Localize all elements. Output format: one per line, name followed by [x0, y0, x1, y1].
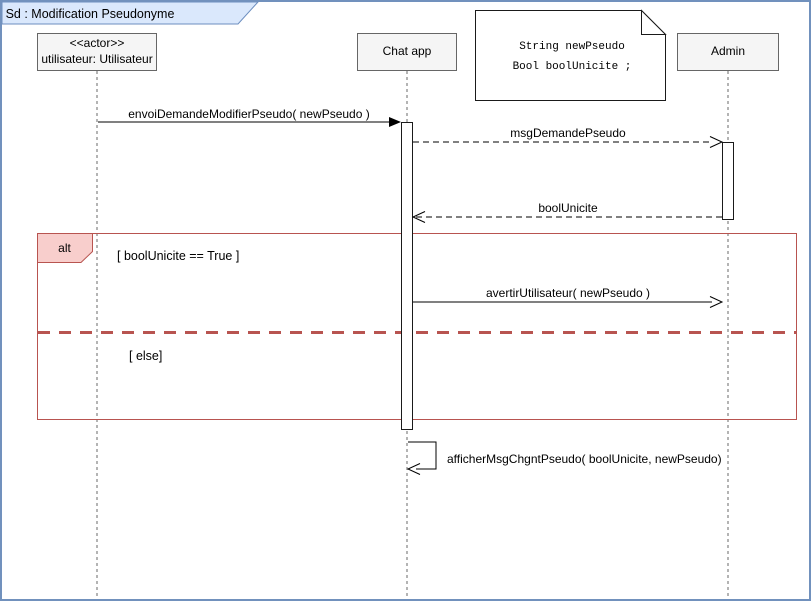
- message-label-afficherMsgChgntPseudo[interactable]: afficherMsgChgntPseudo( boolUnicite, new…: [447, 452, 722, 466]
- participant-utilisateur-stereotype: <<actor>>: [69, 36, 125, 51]
- guard-condition-true[interactable]: [ boolUnicite == True ]: [117, 249, 240, 263]
- open-arrowhead-icon: [406, 463, 421, 475]
- participant-chat-app-name: Chat app: [382, 44, 432, 59]
- guard-condition-else[interactable]: [ else]: [129, 349, 163, 363]
- participant-utilisateur[interactable]: <<actor>> utilisateur: Utilisateur: [37, 33, 157, 71]
- message-label-msgDemandePseudo[interactable]: msgDemandePseudo: [510, 126, 626, 140]
- open-arrowhead-icon: [411, 211, 426, 223]
- message-label-avertirUtilisateur[interactable]: avertirUtilisateur( newPseudo ): [485, 286, 651, 300]
- note-text[interactable]: String newPseudo Bool boolUnicite ;: [477, 12, 667, 102]
- message-line-afficherMsgChgntPseudo: [408, 441, 437, 470]
- message-label-boolUnicite[interactable]: boolUnicite: [538, 201, 598, 215]
- note-line-1: String newPseudo: [519, 41, 625, 53]
- frame-title: Sd : Modification Pseudonyme: [5, 6, 175, 21]
- participant-admin[interactable]: Admin: [677, 33, 779, 71]
- activation-bar-chat-app[interactable]: [401, 122, 413, 430]
- participant-utilisateur-name: utilisateur: Utilisateur: [41, 52, 153, 66]
- open-arrowhead-icon: [709, 136, 724, 148]
- activation-bar-admin[interactable]: [722, 142, 734, 220]
- participant-chat-app[interactable]: Chat app: [357, 33, 457, 71]
- open-arrowhead-icon: [709, 296, 724, 308]
- alt-operator-label[interactable]: alt: [58, 240, 71, 255]
- message-label-envoiDemandeModifierPseudo[interactable]: envoiDemandeModifierPseudo( newPseudo ): [128, 107, 370, 121]
- note-line-2: Bool boolUnicite ;: [512, 61, 632, 73]
- filled-arrowhead-icon: [389, 117, 401, 127]
- participant-admin-name: Admin: [710, 44, 745, 59]
